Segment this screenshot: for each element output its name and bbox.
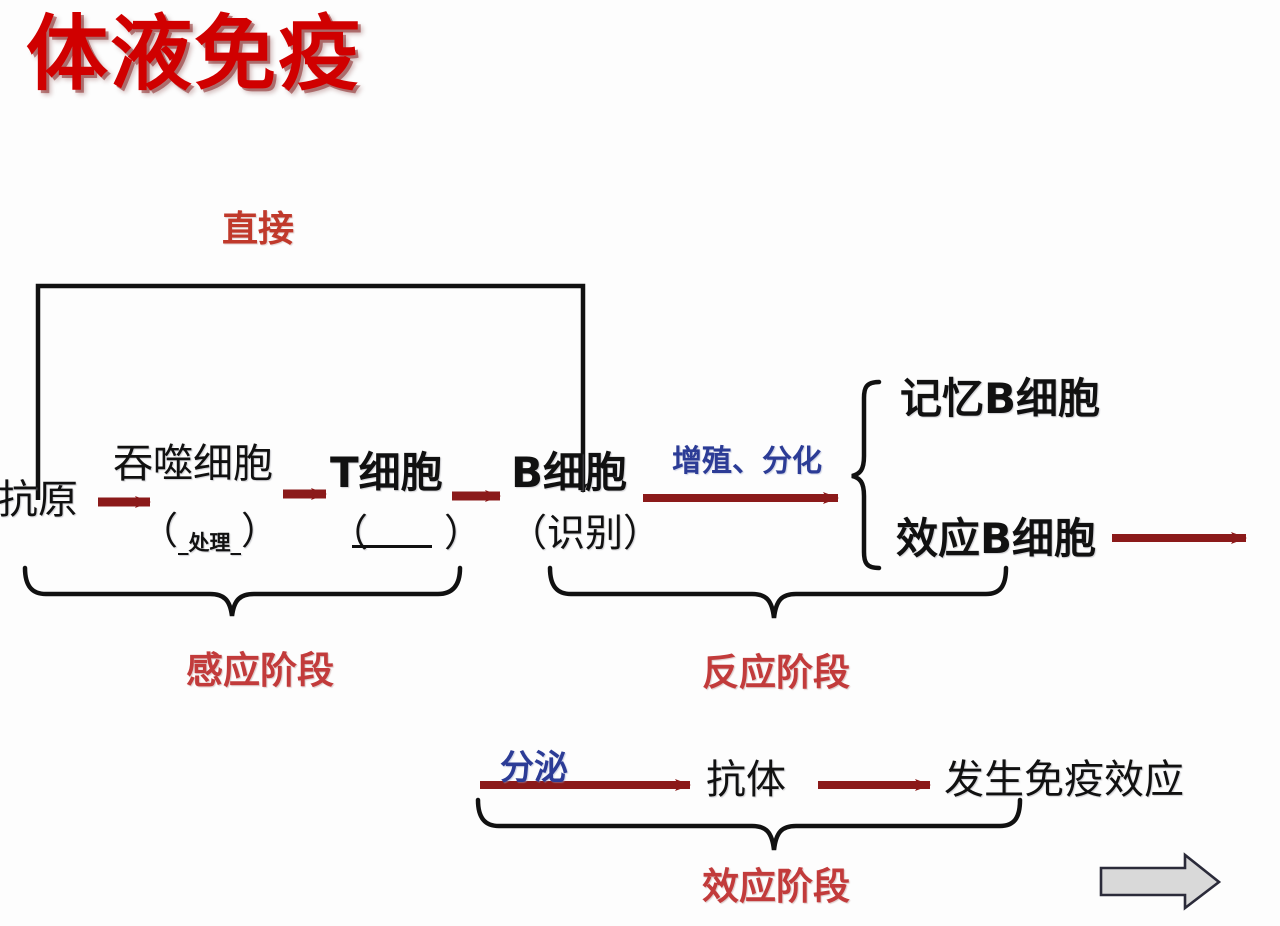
node-t-cell: T细胞 bbox=[330, 448, 443, 497]
stage-label-sensing: 感应阶段 bbox=[186, 648, 334, 692]
node-phagocyte-blank: （_处理_） bbox=[140, 500, 279, 555]
label-proliferate-differentiate: 增殖、分化 bbox=[672, 444, 822, 479]
label-direct: 直接 bbox=[222, 208, 295, 250]
next-slide-arrow-icon[interactable] bbox=[1099, 852, 1222, 911]
t-cell-blank-underline bbox=[352, 545, 432, 548]
page-title: 体液免疫 bbox=[26, 7, 363, 102]
node-antibody: 抗体 bbox=[706, 757, 786, 803]
node-b-cell: B细胞 bbox=[511, 448, 628, 497]
brace-bcell-differentiation bbox=[851, 379, 882, 571]
brace-reaction-stage bbox=[547, 565, 1009, 619]
node-immune-effect: 发生免疫效应 bbox=[944, 757, 1184, 803]
paren-right: ） bbox=[241, 509, 280, 553]
stage-label-effector: 效应阶段 bbox=[702, 864, 850, 908]
node-t-cell-blank: （ ） bbox=[330, 511, 483, 555]
label-secrete: 分泌 bbox=[500, 748, 568, 788]
brace-effector-stage bbox=[475, 797, 1023, 851]
node-effector-b-cell: 效应B细胞 bbox=[896, 514, 1097, 563]
phagocyte-blank-text: _处理_ bbox=[178, 531, 242, 555]
node-memory-b-cell: 记忆B细胞 bbox=[900, 374, 1101, 423]
node-b-cell-blank: （识别） bbox=[509, 511, 662, 555]
node-phagocyte: 吞噬细胞 bbox=[113, 441, 273, 487]
paren-left: （ bbox=[140, 509, 179, 553]
stage-label-reaction: 反应阶段 bbox=[702, 650, 850, 694]
brace-sensing-stage bbox=[22, 565, 463, 617]
node-antigen: 抗原 bbox=[0, 477, 78, 523]
